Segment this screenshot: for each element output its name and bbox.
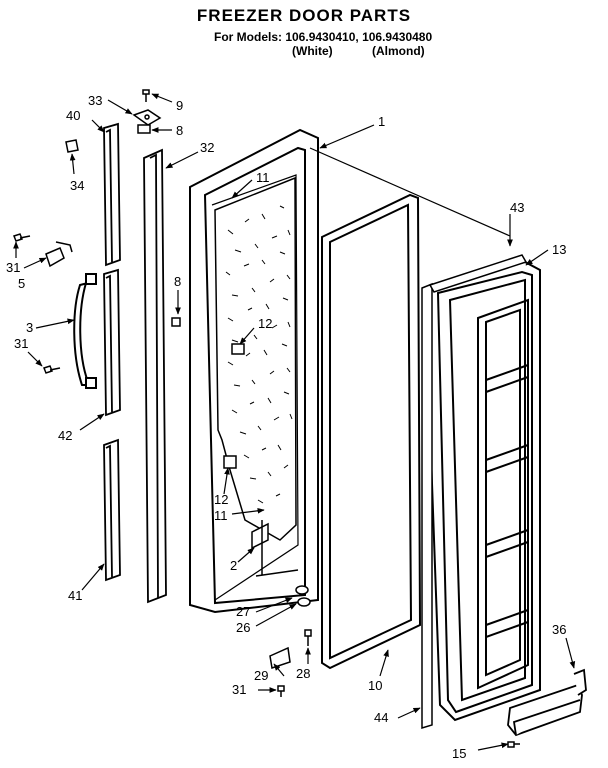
- callout-12-upper: 12: [258, 316, 272, 331]
- callout-43: 43: [510, 200, 524, 215]
- callout-42: 42: [58, 428, 72, 443]
- callout-8-top: 8: [176, 123, 183, 138]
- door-insulation: [214, 176, 297, 541]
- callout-32: 32: [200, 140, 214, 155]
- color-white: (White): [292, 44, 333, 58]
- callout-41: 41: [68, 588, 82, 603]
- callout-29: 29: [254, 668, 268, 683]
- color-almond: (Almond): [372, 44, 425, 58]
- callout-11-lower: 11: [214, 508, 228, 523]
- callout-12-lower: 12: [214, 492, 228, 507]
- leader-lines: [13, 93, 576, 751]
- callout-3: 3: [26, 320, 33, 335]
- callout-27: 27: [236, 604, 250, 619]
- callout-36: 36: [552, 622, 566, 637]
- callout-5: 5: [18, 276, 25, 291]
- models-line: For Models: 106.9430410, 106.9430480: [214, 30, 433, 44]
- callout-31-mid: 31: [14, 336, 28, 351]
- callout-8-mid: 8: [174, 274, 181, 289]
- callout-11-top: 11: [256, 170, 270, 185]
- long-trim-strip: [143, 148, 167, 604]
- diagram-title: FREEZER DOOR PARTS: [196, 6, 412, 25]
- hardware-pieces: [13, 89, 520, 748]
- callout-44: 44: [374, 710, 388, 725]
- handle-trim-pieces: [103, 122, 121, 582]
- callout-33: 33: [88, 93, 102, 108]
- door-shelf-bin: [507, 668, 587, 737]
- breaker-strip: [421, 282, 433, 730]
- callout-1: 1: [378, 114, 385, 129]
- callout-31-top: 31: [6, 260, 20, 275]
- callout-40: 40: [66, 108, 80, 123]
- door-liner: [423, 260, 541, 722]
- callout-13: 13: [552, 242, 566, 257]
- door-brackets: [223, 343, 299, 577]
- door-gasket: [321, 193, 422, 670]
- callout-9: 9: [176, 98, 183, 113]
- door-handle: [73, 273, 97, 389]
- callout-26: 26: [236, 620, 250, 635]
- callout-10: 10: [368, 678, 382, 693]
- callout-31-bottom: 31: [232, 682, 246, 697]
- callout-15: 15: [452, 746, 466, 761]
- callout-2: 2: [230, 558, 237, 573]
- callout-28: 28: [296, 666, 310, 681]
- callout-labels: 33 9 8 40 32 1 11 34 43 13 31 5 8 12 3 3…: [6, 93, 566, 761]
- callout-34: 34: [70, 178, 84, 193]
